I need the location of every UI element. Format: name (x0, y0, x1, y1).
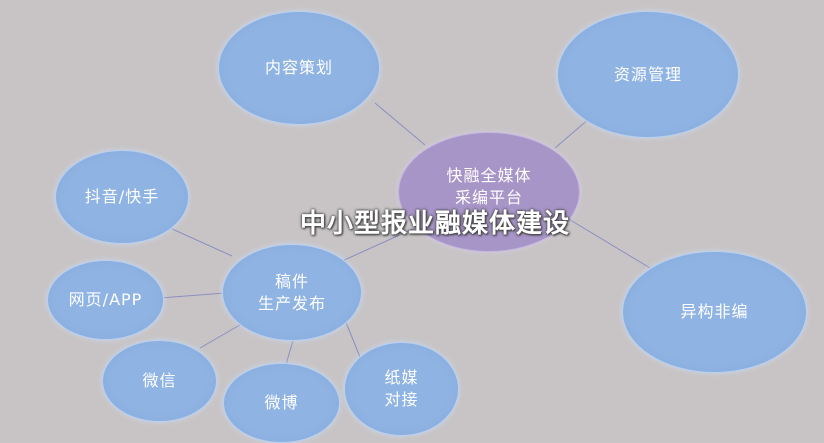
node-weibo-label: 微博 (264, 393, 299, 412)
node-hub-label: 快融全媒体 采编平台 (446, 166, 532, 207)
node-web-app: 网页/APP (47, 260, 164, 340)
node-content-planning: 内容策划 (218, 11, 380, 125)
node-manuscript-publish-label: 稿件 生产发布 (257, 271, 326, 313)
node-douyin-kuaishou-label: 抖音/快手 (84, 187, 160, 206)
link-publish-print (344, 319, 361, 358)
node-wechat: 微信 (102, 340, 217, 422)
link-publish-douyin (169, 227, 233, 257)
link-hub-resource-mgmt (554, 117, 591, 149)
node-web-app-label: 网页/APP (68, 290, 143, 309)
node-heterogeneous: 异构非编 (622, 251, 807, 373)
diagram-title: 中小型报业融媒体建设 (300, 209, 571, 239)
node-wechat-label: 微信 (142, 371, 177, 390)
node-print-dock: 纸媒 对接 (344, 342, 459, 436)
node-manuscript-publish: 稿件 生产发布 (222, 244, 362, 341)
node-hub: 快融全媒体 采编平台 (398, 132, 580, 252)
node-douyin-kuaishou: 抖音/快手 (55, 150, 189, 244)
link-publish-web (159, 292, 226, 299)
node-resource-mgmt-label: 资源管理 (613, 64, 682, 84)
link-hub-content-planning (374, 102, 426, 146)
link-publish-wechat (199, 321, 246, 349)
node-resource-mgmt: 资源管理 (557, 11, 739, 138)
node-content-planning-label: 内容策划 (264, 58, 333, 77)
node-heterogeneous-label: 异构非编 (680, 302, 749, 321)
link-hub-heterogeneous (561, 214, 651, 269)
link-publish-weibo (284, 336, 295, 369)
link-hub-publish (339, 227, 416, 263)
node-print-dock-label: 纸媒 对接 (384, 368, 419, 409)
node-weibo: 微博 (223, 363, 340, 443)
